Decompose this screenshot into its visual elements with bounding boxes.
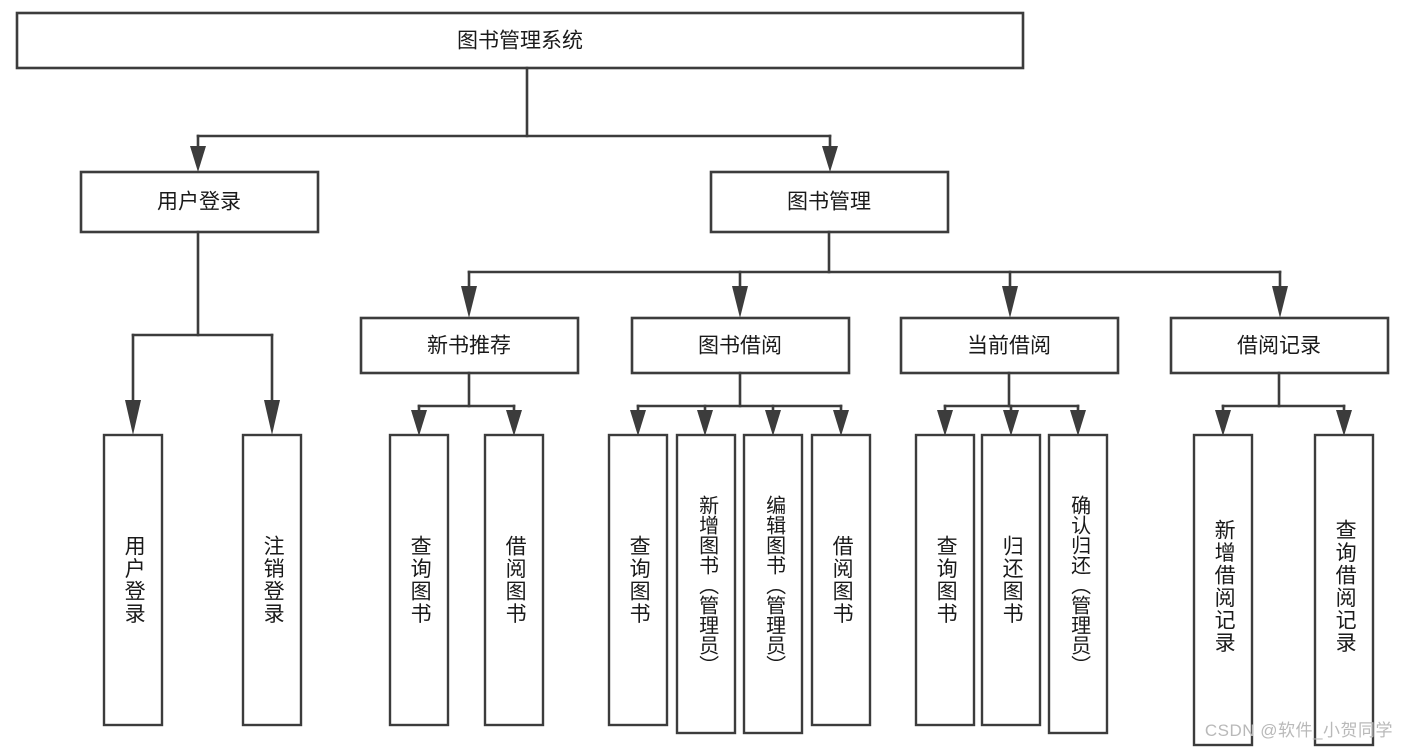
leaf-borrow-book-1-box[interactable] <box>483 433 545 727</box>
leaf-return-book-box[interactable] <box>980 433 1042 727</box>
arrow-head-icon <box>1215 410 1231 436</box>
arrow-head-icon <box>765 410 781 436</box>
arrow-head-icon <box>264 400 280 435</box>
arrow-head-icon <box>697 410 713 436</box>
node-current-borrow-box[interactable] <box>899 316 1120 375</box>
arrow-head-icon <box>1003 410 1019 436</box>
leaf-add-record-box[interactable] <box>1192 433 1254 747</box>
arrow-head-icon <box>1002 286 1018 318</box>
arrow-head-icon <box>630 410 646 436</box>
node-new-book-recommend-box[interactable] <box>359 316 580 375</box>
node-new-book-recommend-label: 新书推荐 <box>427 335 511 358</box>
arrow-head-icon <box>411 410 427 436</box>
leaf-user-logout-box[interactable] <box>241 433 303 727</box>
node-book-management-label: 图书管理 <box>787 191 871 214</box>
leaf-query-book-1-box[interactable] <box>388 433 450 727</box>
arrow-head-icon <box>190 146 206 172</box>
leaf-confirm-return-box[interactable] <box>1047 433 1109 735</box>
arrow-head-icon <box>822 146 838 172</box>
node-book-borrow-box[interactable] <box>630 316 851 375</box>
arrow-head-icon <box>833 410 849 436</box>
arrow-head-icon <box>937 410 953 436</box>
arrow-head-icon <box>1272 286 1288 318</box>
leaf-borrow-book-2-box[interactable] <box>810 433 872 727</box>
leaf-edit-book-box[interactable] <box>742 433 804 735</box>
arrow-head-icon <box>125 400 141 435</box>
arrow-head-icon <box>461 286 477 318</box>
arrow-head-icon <box>1336 410 1352 436</box>
node-book-borrow-label: 图书借阅 <box>698 335 782 358</box>
node-borrow-record-box[interactable] <box>1169 316 1390 375</box>
watermark-text: CSDN @软件_小贺同学 <box>1204 721 1393 740</box>
node-book-management-box[interactable] <box>709 170 950 234</box>
leaf-user-login-box[interactable] <box>102 433 164 727</box>
node-current-borrow-label: 当前借阅 <box>967 335 1051 358</box>
arrow-head-icon <box>506 410 522 436</box>
node-root-box[interactable] <box>15 11 1025 70</box>
arrow-head-icon <box>732 286 748 318</box>
node-user-login-label: 用户登录 <box>157 191 241 214</box>
arrow-head-icon <box>1070 410 1086 436</box>
leaf-query-record-box[interactable] <box>1313 433 1375 747</box>
leaf-add-book-box[interactable] <box>675 433 737 735</box>
leaf-query-book-3-box[interactable] <box>914 433 976 727</box>
node-borrow-record-label: 借阅记录 <box>1237 335 1321 358</box>
node-user-login-box[interactable] <box>79 170 320 234</box>
node-root-label: 图书管理系统 <box>457 30 583 53</box>
leaf-query-book-2-box[interactable] <box>607 433 669 727</box>
